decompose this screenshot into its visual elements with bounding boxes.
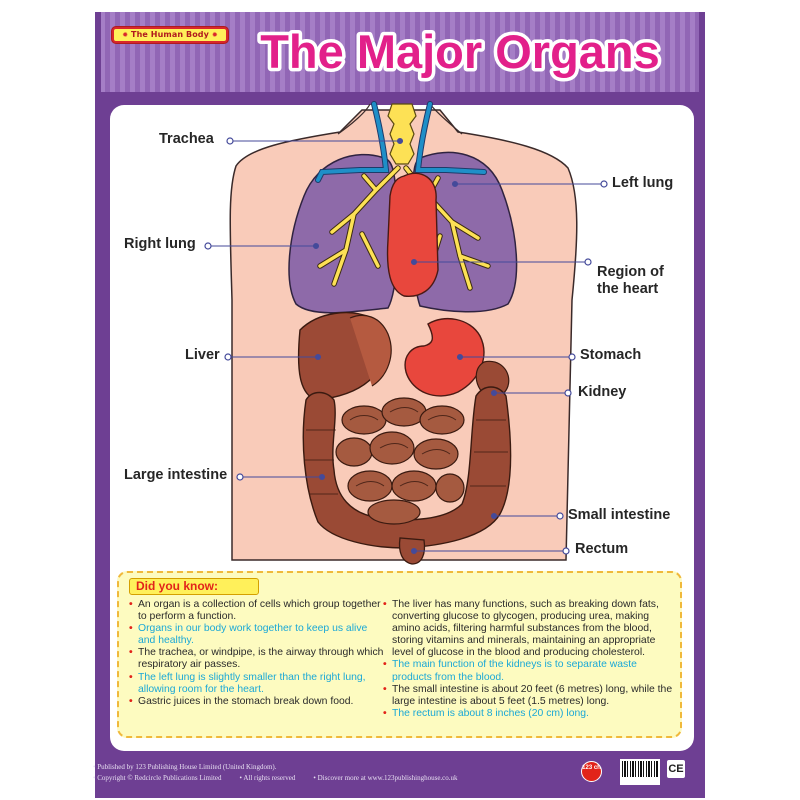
footer-all-rights: • All rights reserved <box>239 774 296 782</box>
label-trachea: Trachea <box>159 131 214 147</box>
footer-website: • Discover more at www.123publishinghous… <box>313 774 458 782</box>
heart-region <box>386 172 439 297</box>
fact-list-right: The liver has many functions, such as br… <box>383 599 679 720</box>
fact-item: The small intestine is about 20 feet (6 … <box>383 684 679 708</box>
label-kidney: Kidney <box>578 384 627 400</box>
footer-rights: • Copyright © Redcircle Publications Lim… <box>93 773 653 784</box>
label-right-lung: Right lung <box>124 236 196 252</box>
fact-item: The liver has many functions, such as br… <box>383 599 679 659</box>
stomach-shape <box>404 317 485 397</box>
fact-list-left: An organ is a collection of cells which … <box>129 599 387 708</box>
star-icon: ✹ <box>211 31 218 39</box>
label-heart: Region of the heart <box>597 264 664 298</box>
fact-item: Organs in our body work together to keep… <box>129 623 387 647</box>
header-tag: ✹ The Human Body ✹ <box>112 27 228 43</box>
page-title-text: The Major Organs <box>260 25 660 78</box>
fact-item: The left lung is slightly smaller than t… <box>129 672 387 696</box>
label-liver: Liver <box>185 347 220 363</box>
fact-item: The main function of the kidneys is to s… <box>383 659 679 683</box>
fact-item: Gastric juices in the stomach break down… <box>129 696 387 708</box>
footer-copyright: • Copyright © Redcircle Publications Lim… <box>93 774 222 782</box>
barcode <box>620 759 660 785</box>
did-you-know-box: Did you know: An organ is a collection o… <box>117 571 682 738</box>
fact-item: The rectum is about 8 inches (20 cm) lon… <box>383 708 679 720</box>
label-left-lung: Left lung <box>612 175 674 191</box>
blood-vessels <box>315 101 487 183</box>
fact-item: The trachea, or windpipe, is the airway … <box>129 647 387 671</box>
header-tag-label: The Human Body <box>131 30 209 39</box>
fact-item: An organ is a collection of cells which … <box>129 599 387 623</box>
label-small-intestine: Small intestine <box>568 507 671 523</box>
footer: • Published by 123 Publishing House Limi… <box>93 762 653 784</box>
page-title: The Major Organs <box>240 22 680 82</box>
label-heart-line2: the heart <box>597 281 659 297</box>
publisher-logo: 123 ch <box>581 761 602 782</box>
footer-publisher: • Published by 123 Publishing House Limi… <box>93 763 277 771</box>
label-large-intestine: Large intestine <box>124 467 228 483</box>
trachea-shape <box>387 103 417 165</box>
large-intestine-shape <box>302 386 512 549</box>
pointer-lines <box>204 137 608 555</box>
label-stomach: Stomach <box>580 347 642 363</box>
did-you-know-title: Did you know: <box>129 578 259 595</box>
star-icon: ✹ <box>122 31 129 39</box>
label-rectum: Rectum <box>575 541 629 557</box>
barcode-bars <box>622 761 658 777</box>
ce-mark: CE <box>667 760 685 778</box>
small-intestine-shape <box>335 397 465 525</box>
label-heart-line1: Region of <box>597 264 664 280</box>
